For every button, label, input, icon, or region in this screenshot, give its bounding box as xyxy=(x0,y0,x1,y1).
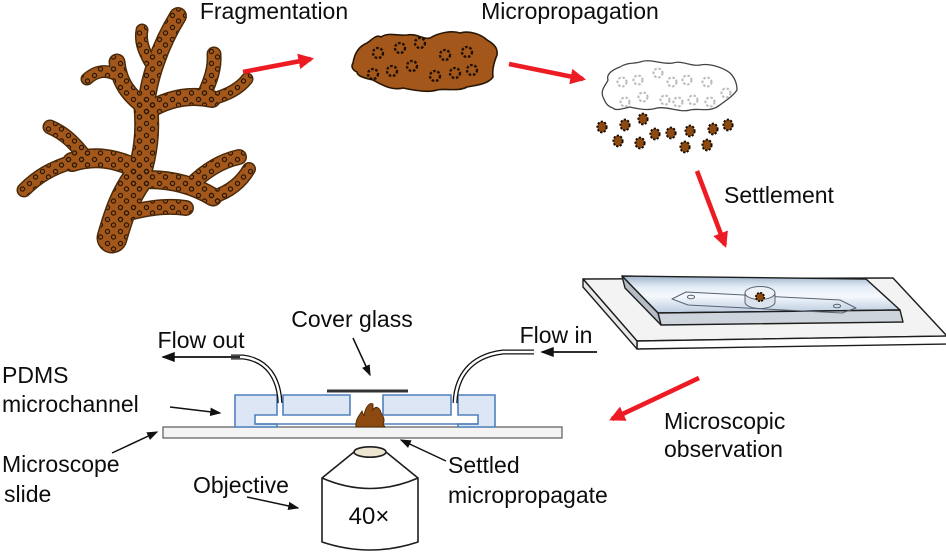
pdms-inner-block-left xyxy=(282,394,351,416)
objective-illustration xyxy=(321,445,419,551)
chip-pdms-left xyxy=(621,275,662,326)
pdms-right-wall xyxy=(457,394,496,428)
flow-out-tube xyxy=(231,354,283,404)
microscopic-observation-label-line1: Microscopic xyxy=(664,408,785,434)
cover-glass-label: Cover glass xyxy=(291,306,412,332)
microscope-slide-label-line2: slide xyxy=(4,481,51,507)
coral-skeleton-illustration xyxy=(601,60,738,112)
settled-label-line2: micropropagate xyxy=(448,482,608,508)
micropropagation-label: Micropropagation xyxy=(481,0,659,24)
cover-glass-bar xyxy=(327,389,408,393)
cover-glass-leader-arrow xyxy=(352,337,371,377)
pdms-label-line2: microchannel xyxy=(2,391,139,417)
chip-chamber xyxy=(744,286,776,309)
micropropagules-illustration xyxy=(596,112,734,154)
pdms-cross-section xyxy=(234,394,496,428)
flow-in-label: Flow in xyxy=(520,322,593,348)
settled-micropropagate-illustration xyxy=(355,403,386,428)
chip-settled-propagule xyxy=(754,291,766,303)
pdms-leader-arrow xyxy=(169,406,222,417)
chip-slide-left xyxy=(582,278,638,350)
pdms-inner-block-right xyxy=(382,394,452,416)
settled-leader-arrow xyxy=(399,439,447,462)
process-arrow-settlement xyxy=(694,170,728,248)
microscopic-observation-label-line2: observation xyxy=(664,436,783,462)
microfluidic-chip-3d xyxy=(582,275,946,350)
flow-in-tube xyxy=(452,349,534,404)
pdms-label-line1: PDMS xyxy=(2,362,68,388)
objective-label: Objective xyxy=(193,472,289,498)
process-arrow-micropropagation xyxy=(508,61,587,85)
chip-pdms-front xyxy=(657,309,904,326)
microscope-slide-label-line1: Microscope xyxy=(2,451,120,477)
process-arrow-microscopic-observation xyxy=(609,375,700,422)
fragmentation-label: Fragmentation xyxy=(200,0,348,24)
pdms-left-wall xyxy=(234,394,278,428)
settlement-label: Settlement xyxy=(724,182,835,208)
microscope-slide-bar xyxy=(162,426,563,439)
objective-leader-arrow xyxy=(246,496,300,511)
coral-fragment-illustration xyxy=(351,31,498,93)
coral-colony-illustration xyxy=(16,7,256,254)
microscope-slide-leader-arrow xyxy=(111,431,159,454)
chip-channel-outline xyxy=(671,291,857,314)
magnification-label: 40× xyxy=(349,503,390,530)
process-arrow-fragmentation xyxy=(242,53,315,75)
flow-out-label: Flow out xyxy=(158,327,246,353)
settled-label-line1: Settled xyxy=(448,452,520,478)
